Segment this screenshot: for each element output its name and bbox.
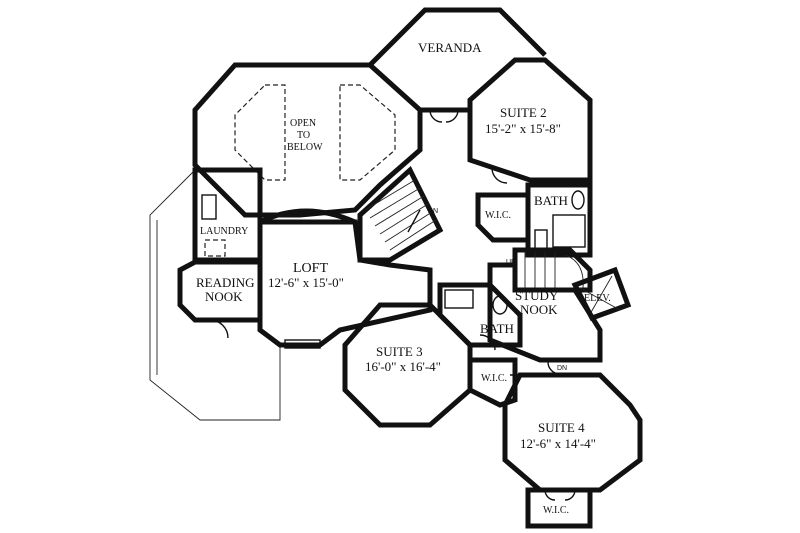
laundry-appliance-1: [201, 194, 217, 220]
reading-nook-label-1: READING: [196, 275, 255, 290]
bath2-label: BATH: [480, 321, 514, 336]
veranda-label: VERANDA: [418, 40, 482, 55]
main-stair-treads: [364, 179, 437, 251]
suite4-dn-label: DN: [557, 365, 568, 372]
bath2-tub: [444, 289, 474, 309]
suite4-wic-label: W.I.C.: [543, 505, 570, 516]
bath2-door[interactable]: [479, 334, 496, 351]
suite2-dims: 15'-2" x 15'-8": [485, 121, 561, 136]
stair-arrow: [407, 209, 421, 233]
loft-window: [284, 339, 321, 349]
loft-name: LOFT: [293, 261, 328, 276]
open-below-left-outline: [234, 84, 286, 181]
suite4-wic-wall: [525, 487, 593, 529]
elevator-x-2: [589, 275, 613, 315]
laundry-label: LAUNDRY: [200, 226, 249, 237]
suite4-wall: [502, 372, 643, 493]
suite2-door[interactable]: [491, 167, 508, 184]
reading-nook-door[interactable]: [209, 319, 229, 339]
suite3-name: SUITE 3: [376, 344, 423, 359]
laundry-appliance-2: [204, 239, 226, 257]
suite2-wic-wall: [475, 192, 531, 243]
suite4-name: SUITE 4: [538, 420, 585, 435]
reading-nook-label-2: NOOK: [205, 289, 243, 304]
open-below-label-1: OPEN: [290, 118, 317, 129]
study-nook-wall: [487, 262, 603, 363]
suite3-dims: 16'-0" x 16'-4": [365, 359, 441, 374]
bath1-toilet: [571, 190, 585, 210]
main-stair-dn-label: DN: [428, 208, 439, 215]
elevator-label: ELEV.: [584, 293, 611, 304]
open-below-label-3: BELOW: [287, 142, 323, 153]
bath1-label: BATH: [534, 193, 568, 208]
bath1-wall: [525, 182, 593, 258]
bath2-toilet: [492, 295, 508, 315]
bath1-shower: [552, 214, 586, 248]
loft-wall: [257, 219, 433, 348]
suite2-wic-label: W.I.C.: [485, 210, 512, 221]
bath1-sink: [534, 229, 548, 251]
loft-curve-wall: [258, 208, 357, 225]
veranda-wall: [368, 7, 547, 67]
elevator-x-1: [579, 287, 621, 311]
suite2-name: SUITE 2: [500, 105, 547, 120]
suite4-dims: 12'-6" x 14'-4": [520, 436, 596, 451]
loft-dims: 12'-6" x 15'-0": [268, 275, 344, 290]
suite2-wall: [467, 57, 593, 183]
veranda-door[interactable]: [429, 109, 459, 123]
open-to-below-wall: [192, 62, 423, 218]
open-below-right-outline: [339, 84, 396, 181]
study-nook-label-1: STUDY: [515, 288, 559, 303]
suite4-wic-door[interactable]: [544, 489, 576, 501]
suite4-door[interactable]: [547, 361, 561, 375]
study-stair-up-label: UP: [506, 259, 516, 266]
suite3-wic-label: W.I.C.: [481, 373, 508, 384]
open-below-label-2: TO: [297, 130, 311, 141]
porch-outline: [149, 169, 281, 421]
study-nook-label-2: NOOK: [520, 302, 558, 317]
